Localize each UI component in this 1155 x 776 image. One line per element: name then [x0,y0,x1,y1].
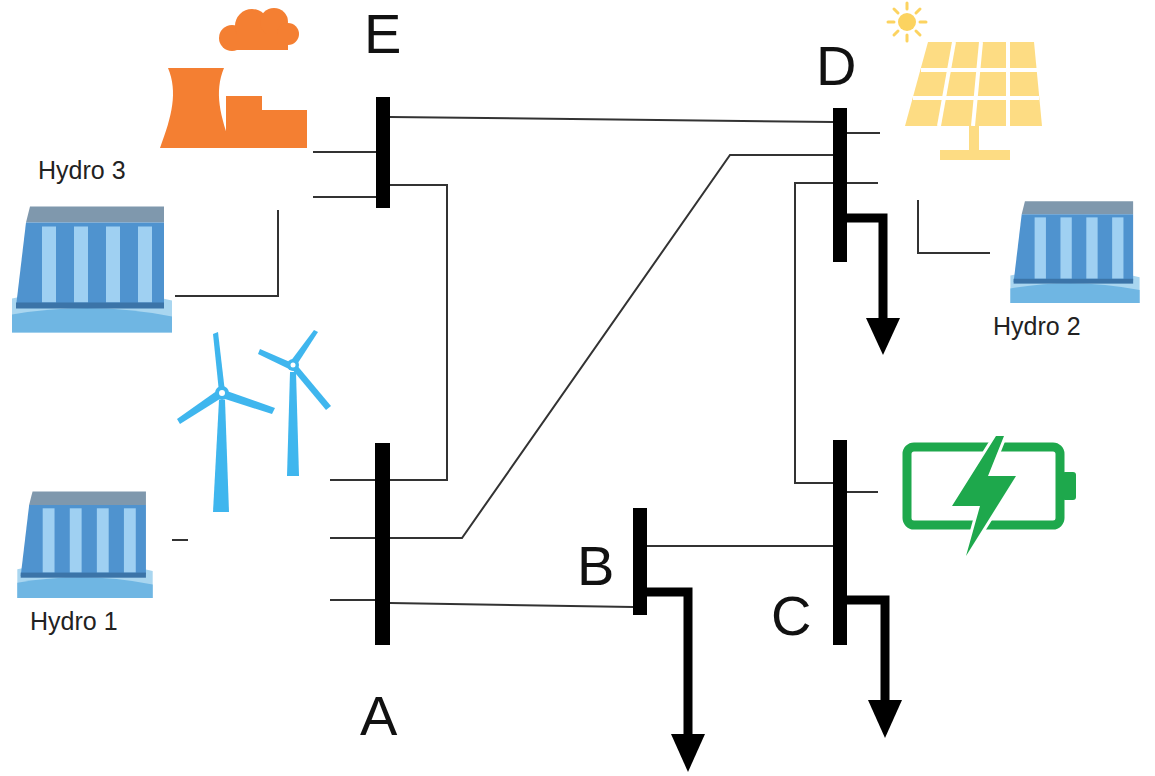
bus-name: B [577,538,614,594]
plant-name: Hydro 3 [38,157,126,185]
bus-name: C [771,588,811,644]
bus-bar: C [833,440,847,645]
bus-bar: A [375,443,390,645]
feeder-line [172,133,990,600]
plant-name: Hydro 1 [30,608,118,636]
bus-name: A [360,688,397,744]
transmission-line [390,155,833,538]
hydro-icon [12,207,172,333]
solar-panel-icon [888,3,1042,160]
bus-name: D [816,38,856,94]
battery-icon [907,436,1076,556]
transmission-line [795,183,833,483]
bus-bar: B [633,508,647,615]
transmission-line [390,185,447,480]
transmission-line [390,603,633,607]
bus-bar: D [833,108,847,262]
thermal-plant-icon [160,8,307,148]
hydro-icon [17,491,152,598]
transmission-line [390,117,833,122]
wind-turbine-icon [177,330,331,512]
transmission-line [647,545,833,547]
bus-name: E [364,6,401,62]
plant-name: Hydro 2 [993,313,1081,341]
bus-bar: E [376,97,390,208]
hydro-icon [1010,201,1139,303]
load-arrow [640,218,902,772]
